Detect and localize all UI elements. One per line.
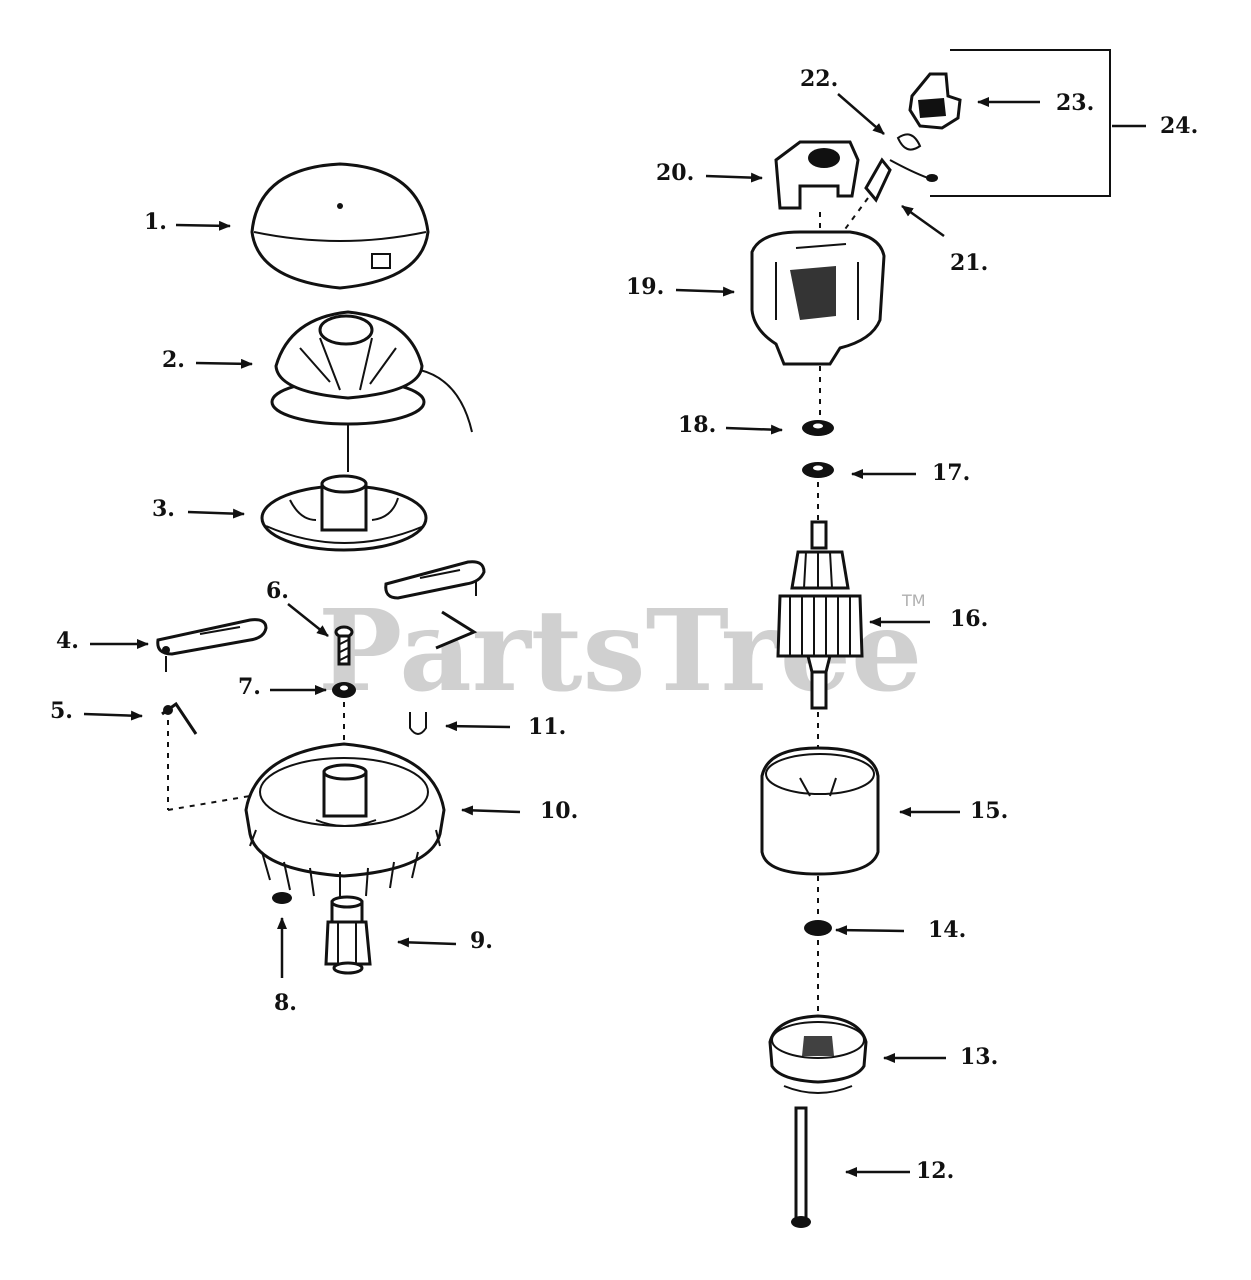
part-19-end-housing[interactable]: [750, 230, 886, 416]
label-12: 12.: [916, 1158, 954, 1184]
label-24: 24.: [1160, 113, 1198, 139]
label-20: 20.: [656, 160, 694, 186]
part-13-end-cap[interactable]: [768, 1014, 868, 1094]
watermark-trademark: TM: [901, 591, 926, 610]
part-9-adapter[interactable]: [324, 895, 372, 975]
label-22: 22.: [800, 66, 838, 92]
part-6-screw[interactable]: [334, 625, 354, 666]
part-5-spring[interactable]: [161, 701, 198, 810]
part-1-cover[interactable]: [250, 162, 430, 290]
part-21-23-terminal-cluster[interactable]: [839, 72, 962, 237]
part-10-housing[interactable]: [167, 742, 446, 900]
part-3-hub-plate[interactable]: [260, 474, 428, 552]
label-4: 4.: [56, 628, 79, 654]
label-15: 15.: [970, 798, 1008, 824]
label-13: 13.: [960, 1044, 998, 1070]
label-1: 1.: [144, 209, 167, 235]
label-11: 11.: [528, 714, 566, 740]
label-18: 18.: [678, 412, 716, 438]
part-15-motor-can[interactable]: [760, 746, 880, 914]
part-4-lever[interactable]: [156, 618, 268, 672]
part-2-spool[interactable]: [270, 310, 473, 472]
part-labels: 1. 2. 3. 4. 5. 6. 7. 8. 9. 10. 11. 12. 1…: [50, 66, 1198, 1184]
label-10: 10.: [540, 798, 578, 824]
label-19: 19.: [626, 274, 664, 300]
part-8-nut[interactable]: [272, 892, 292, 904]
part-14-washer[interactable]: [804, 920, 832, 1018]
label-9: 9.: [470, 928, 493, 954]
part-4b-lever-right[interactable]: [384, 560, 486, 650]
part-16-armature[interactable]: [776, 520, 864, 760]
part-20-brush-cap[interactable]: [774, 140, 860, 236]
label-6: 6.: [266, 578, 289, 604]
leader-lines: [83, 93, 1146, 1177]
label-21: 21.: [950, 250, 988, 276]
label-5: 5.: [50, 698, 73, 724]
label-17: 17.: [932, 460, 970, 486]
label-8: 8.: [274, 990, 297, 1016]
label-2: 2.: [162, 347, 185, 373]
part-12-bolt[interactable]: [791, 1106, 811, 1228]
label-23: 23.: [1056, 90, 1094, 116]
label-14: 14.: [928, 917, 966, 943]
label-16: 16.: [950, 606, 988, 632]
label-7: 7.: [238, 674, 261, 700]
part-24-bracket: [930, 49, 1111, 197]
part-17-washer[interactable]: [802, 462, 834, 520]
label-3: 3.: [152, 496, 175, 522]
part-18-washer[interactable]: [802, 420, 834, 436]
part-11-clip[interactable]: [409, 712, 427, 735]
